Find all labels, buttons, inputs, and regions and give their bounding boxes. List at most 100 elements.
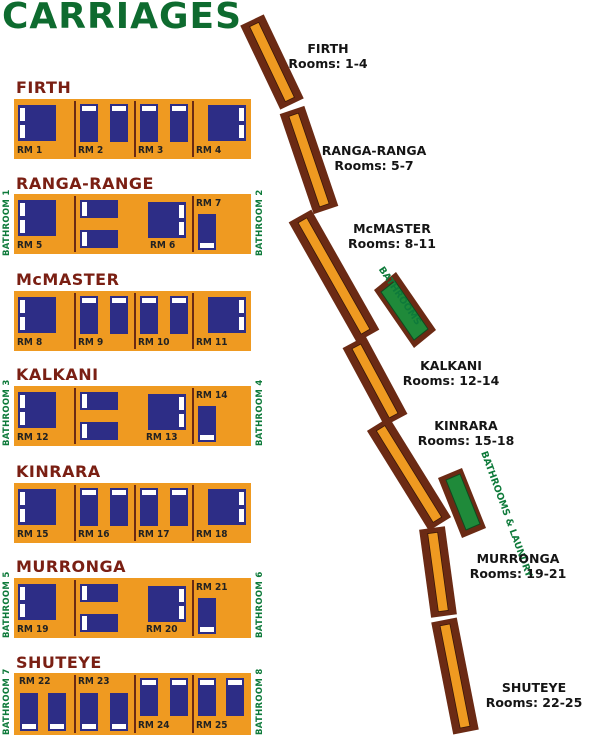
- room-label: RM 25: [196, 720, 228, 731]
- room-label: RM 18: [196, 529, 228, 540]
- map-carriage-ranga-ranga: [279, 105, 339, 215]
- map-label-rooms: Rooms: 22-25: [485, 695, 583, 710]
- room-label: RM 7: [196, 198, 222, 209]
- room-label: RM 12: [17, 432, 49, 443]
- single-bed: [80, 584, 118, 602]
- room-label: RM 22: [19, 676, 51, 687]
- room-divider: [192, 580, 194, 636]
- room-divider: [74, 388, 76, 444]
- carriage-plan-kalkani: RM 12 RM 13 RM 14: [14, 386, 251, 446]
- room-label: RM 4: [196, 145, 222, 156]
- single-bed: [140, 296, 158, 334]
- room-label: RM 1: [17, 145, 43, 156]
- single-bed: [140, 678, 158, 716]
- single-bed: [80, 693, 98, 731]
- single-bed: [110, 488, 128, 526]
- carriage-plan-mcmaster: RM 8 RM 9 RM 10 RM 11: [14, 291, 251, 351]
- single-bed: [80, 488, 98, 526]
- map-label-name: FIRTH: [307, 41, 349, 56]
- room-divider: [134, 293, 136, 349]
- double-bed: [18, 392, 56, 428]
- single-bed: [80, 104, 98, 142]
- single-bed: [110, 104, 128, 142]
- room-label: RM 5: [17, 240, 43, 251]
- double-bed: [148, 394, 186, 430]
- double-bed: [18, 489, 56, 525]
- map-carriage-kalkani: [342, 335, 408, 427]
- single-bed: [198, 598, 216, 634]
- room-label: RM 14: [196, 390, 228, 401]
- single-bed: [170, 488, 188, 526]
- room-divider: [192, 675, 194, 733]
- room-divider: [74, 580, 76, 636]
- single-bed: [198, 678, 216, 716]
- double-bed: [18, 584, 56, 620]
- carriage-plan-ranga-range: RM 5 RM 6 RM 7: [14, 194, 251, 254]
- map-label-rooms: Rooms: 12-14: [402, 373, 500, 388]
- carriage-name-mcmaster: McMASTER: [16, 270, 120, 289]
- carriage-name-kalkani: KALKANI: [16, 365, 99, 384]
- room-label: RM 17: [138, 529, 170, 540]
- room-label: RM 11: [196, 337, 228, 348]
- single-bed: [80, 200, 118, 218]
- single-bed: [226, 678, 244, 716]
- carriage-name-kinrara: KINRARA: [16, 462, 101, 481]
- double-bed: [148, 202, 186, 238]
- map-label-rooms: Rooms: 5-7: [334, 158, 414, 173]
- map-label-name: KINRARA: [434, 418, 498, 433]
- room-divider: [192, 485, 194, 541]
- carriage-name-shuteye: SHUTEYE: [16, 653, 102, 672]
- room-label: RM 16: [78, 529, 110, 540]
- room-label: RM 13: [146, 432, 178, 443]
- room-divider: [192, 388, 194, 444]
- single-bed: [170, 104, 188, 142]
- double-bed: [18, 105, 56, 141]
- double-bed: [148, 586, 186, 622]
- room-label: RM 21: [196, 582, 228, 593]
- map-label-rooms: Rooms: 1-4: [288, 56, 368, 71]
- map-carriage-shuteye: [431, 617, 479, 735]
- carriage-plan-firth: RM 1 RM 2 RM 3 RM 4: [14, 99, 251, 159]
- room-divider: [192, 196, 194, 252]
- room-divider: [74, 485, 76, 541]
- room-label: RM 19: [17, 624, 49, 635]
- room-divider: [74, 675, 76, 733]
- room-divider: [134, 101, 136, 157]
- single-bed: [80, 392, 118, 410]
- carriage-plan-shuteye: RM 22 RM 23 RM 24 RM 25: [14, 673, 251, 735]
- single-bed: [198, 214, 216, 250]
- room-divider: [134, 675, 136, 733]
- single-bed: [48, 693, 66, 731]
- single-bed: [20, 693, 38, 731]
- map-carriage-murronga: [419, 526, 457, 618]
- double-bed: [208, 489, 246, 525]
- room-label: RM 23: [78, 676, 110, 687]
- room-label: RM 6: [150, 240, 176, 251]
- single-bed: [198, 406, 216, 442]
- single-bed: [80, 422, 118, 440]
- map-label-name: RANGA-RANGA: [321, 143, 427, 158]
- single-bed: [140, 104, 158, 142]
- carriage-plan-kinrara: RM 15 RM 16 RM 17 RM 18: [14, 483, 251, 543]
- map-label-name: SHUTEYE: [501, 680, 567, 695]
- map-label-rooms: Rooms: 19-21: [469, 566, 567, 581]
- map-carriage-mcmaster: [288, 209, 380, 343]
- double-bed: [208, 297, 246, 333]
- double-bed: [18, 200, 56, 236]
- single-bed: [80, 614, 118, 632]
- room-label: RM 9: [78, 337, 104, 348]
- map-label-rooms: Rooms: 8-11: [348, 236, 436, 251]
- room-divider: [74, 293, 76, 349]
- room-label: RM 24: [138, 720, 170, 731]
- single-bed: [80, 230, 118, 248]
- single-bed: [110, 296, 128, 334]
- page-title: CARRIAGES: [2, 0, 243, 37]
